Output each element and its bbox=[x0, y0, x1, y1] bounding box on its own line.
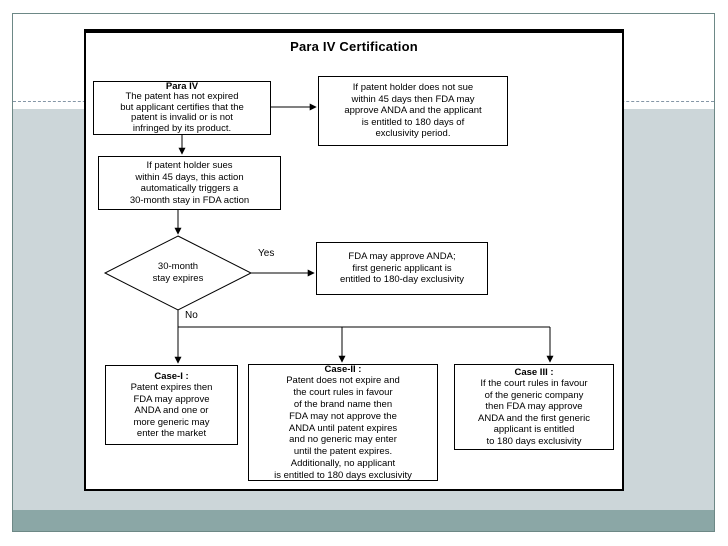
box-case-2: Case-II : Patent does not expire and the… bbox=[248, 364, 438, 481]
box-fda-may-approve-body: FDA may approve ANDA; first generic appl… bbox=[339, 251, 465, 286]
presentation-slide: Para IV Certification bbox=[12, 13, 715, 532]
box-case-3-heading: Case III : bbox=[514, 366, 554, 378]
flowchart-frame: Para IV Certification bbox=[84, 29, 624, 491]
flowchart-title: Para IV Certification bbox=[290, 39, 418, 54]
box-case-3: Case III : If the court rules in favour … bbox=[454, 364, 614, 450]
edge-label-yes: Yes bbox=[258, 248, 275, 259]
box-patent-holder-sues-body: If patent holder sues within 45 days, th… bbox=[129, 160, 250, 206]
box-fda-may-approve: FDA may approve ANDA; first generic appl… bbox=[316, 242, 488, 295]
box-case-2-heading: Case-II : bbox=[324, 363, 362, 375]
flowchart-canvas: Para IV Certification bbox=[86, 33, 622, 489]
flowchart-connectors bbox=[103, 103, 554, 364]
decision-diamond-label: 30-month stay expires bbox=[152, 261, 204, 284]
box-case-1-heading: Case-I : bbox=[154, 370, 189, 382]
box-case-1-body: Patent expires then FDA may approve ANDA… bbox=[130, 382, 213, 439]
box-patent-holder-does-not-sue: If patent holder does not sue within 45 … bbox=[318, 76, 508, 146]
edge-label-no: No bbox=[185, 310, 198, 321]
box-case-2-body: Patent does not expire and the court rul… bbox=[274, 375, 412, 481]
box-para-iv: Para IV The patent has not expired but a… bbox=[93, 81, 271, 135]
box-case-1: Case-I : Patent expires then FDA may app… bbox=[105, 365, 238, 445]
slide-footer-band bbox=[13, 510, 714, 531]
box-patent-holder-sues: If patent holder sues within 45 days, th… bbox=[98, 156, 281, 210]
box-case-3-body: If the court rules in favour of the gene… bbox=[478, 378, 590, 447]
box-para-iv-body: The patent has not expired but applicant… bbox=[120, 91, 244, 134]
box-para-iv-heading: Para IV bbox=[165, 80, 199, 92]
box-patent-holder-does-not-sue-body: If patent holder does not sue within 45 … bbox=[344, 82, 482, 140]
